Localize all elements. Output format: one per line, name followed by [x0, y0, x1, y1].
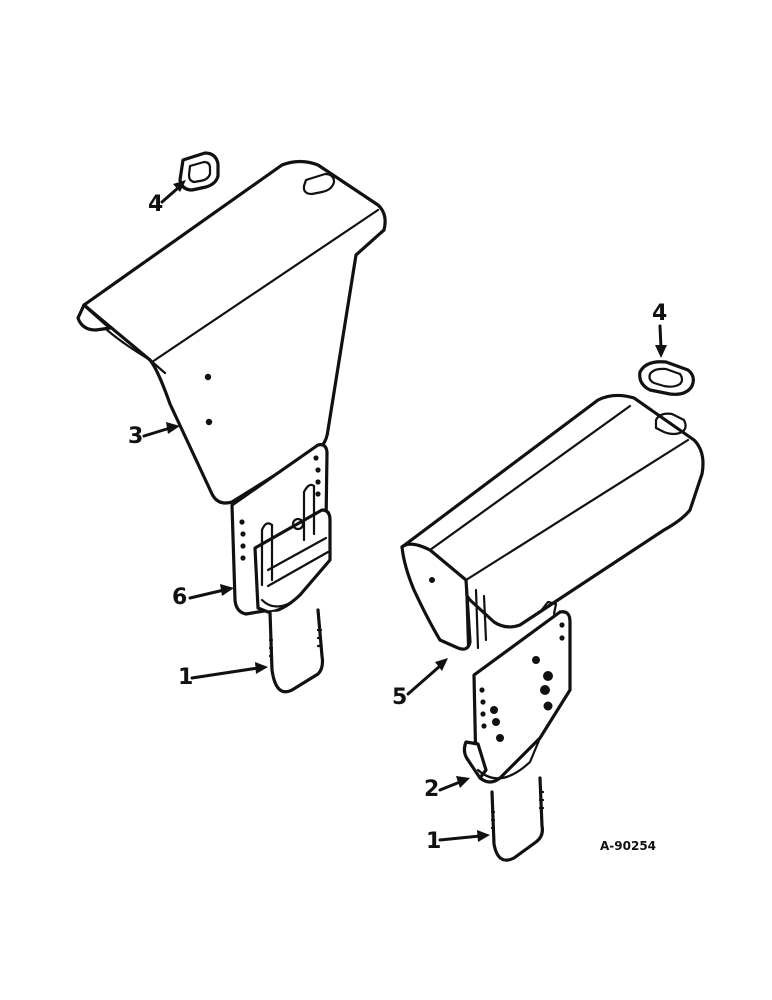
grommet-right: [638, 360, 695, 396]
callout-label: 2: [424, 777, 439, 802]
mounting-bracket-left: [230, 443, 332, 616]
callout-label: 5: [392, 685, 407, 710]
reference-number: A-90254: [600, 839, 656, 853]
callout-3: 3: [128, 422, 180, 449]
callout-label: 6: [172, 585, 187, 610]
fender-shield-left: [76, 159, 387, 505]
u-bolt-left: [268, 608, 325, 694]
callout-label: 3: [128, 424, 143, 449]
callout-4-top: 4: [148, 180, 186, 217]
callout-6: 6: [172, 584, 234, 610]
callout-label: 4: [148, 192, 163, 217]
callout-5: 5: [392, 658, 448, 710]
callout-label: 4: [652, 301, 667, 326]
callout-1-right: 1: [426, 829, 490, 854]
u-bolt-right: [490, 776, 545, 862]
fender-shield-right: [400, 393, 705, 651]
clamp-plate-right: [462, 610, 572, 784]
callout-1-left: 1: [178, 662, 268, 690]
callout-label: 1: [178, 665, 193, 690]
callout-label: 1: [426, 829, 441, 854]
grommet-top-left: [178, 151, 220, 192]
callout-2: 2: [424, 776, 470, 802]
callout-4-right: 4: [652, 301, 667, 358]
